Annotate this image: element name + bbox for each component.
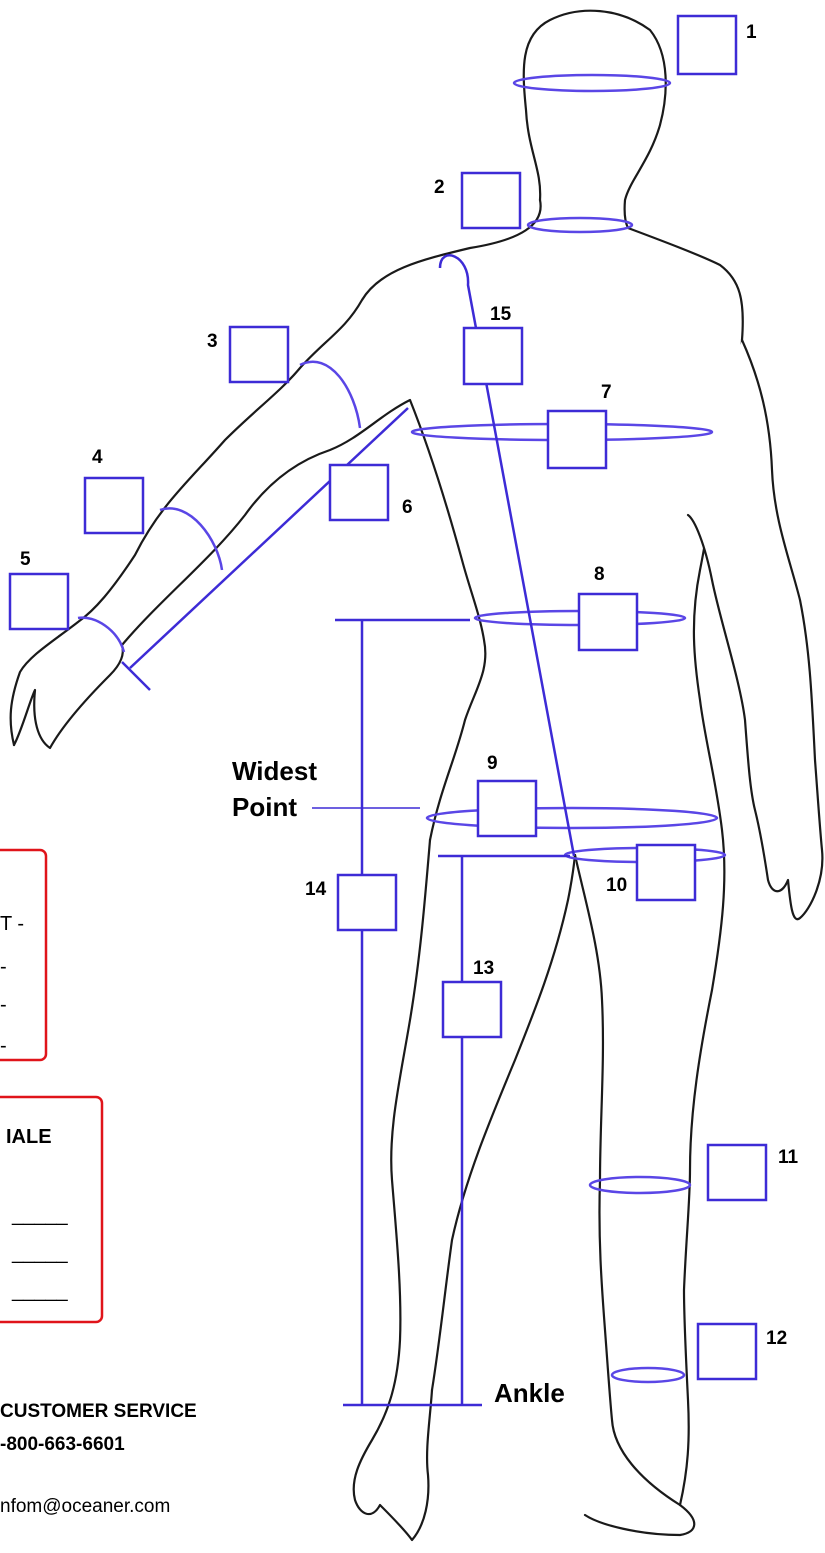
customer-service-email[interactable]: nfom@oceaner.com <box>0 1496 170 1517</box>
measure-box-5[interactable] <box>8 572 70 631</box>
top-info-panel: T - - - - <box>0 848 48 1062</box>
ankle-ring <box>610 1366 686 1384</box>
calf-ring <box>588 1175 692 1195</box>
measure-box-8[interactable] <box>577 592 639 652</box>
bottom-panel-heading: IALE <box>6 1126 52 1148</box>
upper-arm-ring <box>299 360 362 429</box>
bottom-panel-blank-2[interactable]: _____ <box>11 1242 68 1264</box>
measure-box-3[interactable] <box>228 325 290 384</box>
measure-number-15: 15 <box>490 304 512 325</box>
widest-point-label-line2: Point <box>232 792 297 822</box>
measure-box-14[interactable] <box>336 873 398 932</box>
measure-number-2: 2 <box>434 177 445 198</box>
measure-number-9: 9 <box>487 753 498 774</box>
measure-number-12: 12 <box>766 1328 787 1349</box>
measurement-rings <box>77 73 727 1384</box>
measure-box-7[interactable] <box>546 409 608 470</box>
top-panel-row-1: T - <box>0 913 24 935</box>
arm-length-line <box>129 407 409 669</box>
neck-ring <box>526 216 634 234</box>
wrist-ring <box>77 616 126 653</box>
torso-diagonal-line <box>438 254 576 857</box>
customer-service-label: CUSTOMER SERVICE <box>0 1401 197 1422</box>
widest-point-label-line1: Widest <box>232 756 317 786</box>
bottom-panel-blank-3[interactable]: _____ <box>11 1280 68 1302</box>
ankle-label: Ankle <box>494 1378 565 1408</box>
measure-number-7: 7 <box>601 382 612 403</box>
top-panel-row-2: - <box>0 956 7 978</box>
arm-length-cap <box>121 661 151 691</box>
measure-box-2[interactable] <box>460 171 522 230</box>
measure-number-6: 6 <box>402 497 413 518</box>
measurement-guides <box>121 254 576 1407</box>
measure-number-3: 3 <box>207 331 218 352</box>
measure-box-6[interactable] <box>328 463 390 522</box>
measurement-boxes: 1 2 3 4 5 6 7 8 9 10 11 12 13 14 15 <box>8 14 799 1381</box>
measure-box-12[interactable] <box>696 1322 758 1381</box>
measure-number-13: 13 <box>473 958 494 979</box>
head-ring <box>512 73 672 93</box>
measure-number-8: 8 <box>594 564 605 585</box>
bottom-info-panel: IALE _____ _____ _____ <box>0 1095 104 1324</box>
bottom-panel-blank-1[interactable]: _____ <box>11 1204 68 1226</box>
forearm-ring <box>159 507 224 571</box>
top-panel-row-3: - <box>0 994 7 1016</box>
measure-box-10[interactable] <box>635 843 697 902</box>
hip-ring <box>425 806 719 830</box>
measure-number-10: 10 <box>606 875 627 896</box>
measure-number-4: 4 <box>92 447 103 468</box>
measure-number-5: 5 <box>20 549 31 570</box>
measure-box-9[interactable] <box>476 779 538 838</box>
measure-number-14: 14 <box>305 879 327 900</box>
customer-service-phone[interactable]: -800-663-6601 <box>0 1434 125 1455</box>
body-figure <box>9 9 824 1542</box>
measure-number-1: 1 <box>746 22 757 43</box>
measure-box-4[interactable] <box>83 476 145 535</box>
measure-box-1[interactable] <box>676 14 738 76</box>
measure-number-11: 11 <box>778 1147 799 1168</box>
measure-box-11[interactable] <box>706 1143 768 1202</box>
measure-box-15[interactable] <box>462 326 524 386</box>
top-panel-row-4: - <box>0 1035 7 1057</box>
measure-box-13[interactable] <box>441 980 503 1039</box>
